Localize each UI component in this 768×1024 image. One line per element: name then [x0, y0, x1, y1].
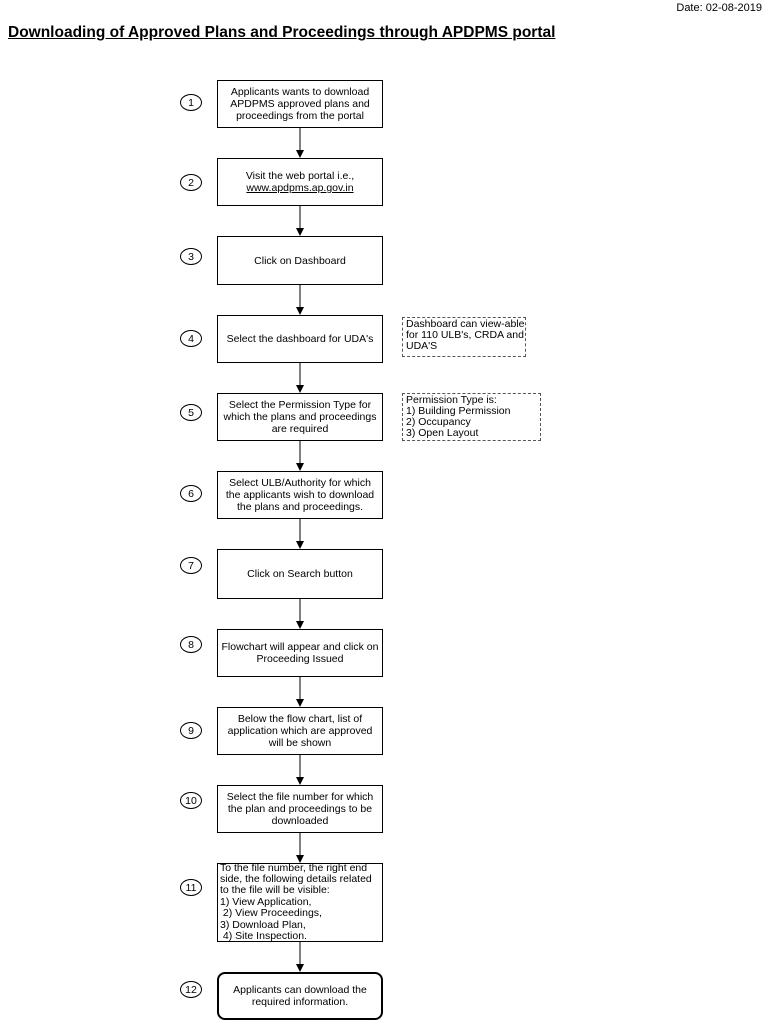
step-11-text: To the file number, the right end side, … — [220, 861, 380, 943]
step-9-text: Below the flow chart, list of applicatio… — [227, 713, 373, 749]
step-6-number: 6 — [180, 485, 202, 502]
step-11-line: 2) View Proceedings, — [220, 907, 322, 920]
step-11-number: 11 — [180, 879, 202, 896]
step-11-line: 4) Site Inspection. — [220, 930, 307, 943]
step-5-box: Select the Permission Type for which the… — [217, 393, 383, 441]
step-4-text: Select the dashboard for UDA's — [226, 333, 374, 345]
step-3-text: Click on Dashboard — [254, 254, 346, 267]
step-9-number: 9 — [180, 722, 202, 739]
step-12-number: 12 — [180, 981, 202, 998]
step-3-number: 3 — [180, 248, 202, 265]
permission-note-line: 1) Building Permission — [406, 405, 511, 417]
dashboard-note-line: for 110 ULB's, CRDA and — [406, 329, 524, 341]
step-11-line: 3) Download Plan, — [220, 918, 306, 931]
step-2-number: 2 — [180, 174, 202, 191]
step-8-text: Flowchart will appear and click on Proce… — [221, 641, 379, 665]
step-9-box: Below the flow chart, list of applicatio… — [217, 707, 383, 755]
step-1-number: 1 — [180, 94, 202, 111]
step-5-number: 5 — [180, 404, 202, 421]
step-11-line: To the file number, the right end side, … — [220, 861, 372, 897]
dashboard-note: Dashboard can view-able for 110 ULB's, C… — [402, 317, 526, 357]
step-1-text: Applicants wants to download APDPMS appr… — [230, 86, 370, 122]
permission-note: Permission Type is: 1) Building Permissi… — [402, 393, 541, 441]
step-2-text: Visit the web portal i.e., — [245, 170, 355, 182]
step-8-number: 8 — [180, 636, 202, 653]
step-1-box: Applicants wants to download APDPMS appr… — [217, 80, 383, 128]
step-12-text: Applicants can download the required inf… — [233, 984, 367, 1008]
step-10-box: Select the file number for which the pla… — [217, 785, 383, 833]
page-title: Downloading of Approved Plans and Procee… — [8, 24, 556, 41]
step-11-box: To the file number, the right end side, … — [217, 861, 383, 943]
step-5-text: Select the Permission Type for which the… — [223, 399, 377, 435]
step-8-box: Flowchart will appear and click on Proce… — [217, 629, 383, 677]
step-7-box: Click on Search button — [217, 549, 383, 599]
date-label: Date: 02-08-2019 — [676, 2, 762, 14]
dashboard-note-line: UDA'S — [406, 340, 438, 352]
step-2-box: Visit the web portal i.e., www.apdpms.ap… — [217, 158, 383, 206]
step-3-box: Click on Dashboard — [217, 236, 383, 285]
step-11-line: 1) View Application, — [220, 895, 312, 908]
portal-link[interactable]: www.apdpms.ap.gov.in — [246, 182, 354, 194]
step-6-text: Select ULB/Authority for which the appli… — [225, 477, 375, 513]
step-10-text: Select the file number for which the pla… — [226, 791, 374, 827]
step-10-number: 10 — [180, 792, 202, 809]
step-4-number: 4 — [180, 330, 202, 347]
dashboard-note-line: Dashboard can view-able — [406, 318, 525, 330]
step-7-text: Click on Search button — [247, 568, 353, 580]
permission-note-line: 3) Open Layout — [406, 427, 479, 439]
step-7-number: 7 — [180, 557, 202, 574]
step-12-box: Applicants can download the required inf… — [217, 972, 383, 1020]
permission-note-line: 2) Occupancy — [406, 416, 471, 428]
step-4-box: Select the dashboard for UDA's — [217, 315, 383, 363]
permission-note-line: Permission Type is: — [406, 394, 497, 406]
step-6-box: Select ULB/Authority for which the appli… — [217, 471, 383, 519]
